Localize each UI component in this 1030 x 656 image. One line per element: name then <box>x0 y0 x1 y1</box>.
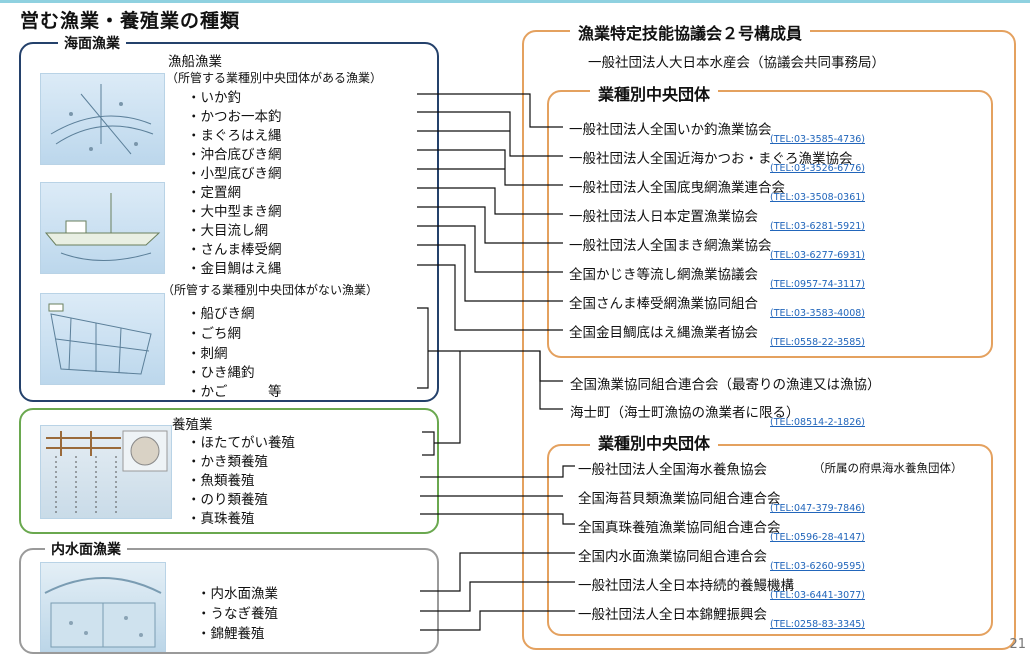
org-name: 全国内水面漁業協同組合連合会 <box>578 549 767 565</box>
org-tel-link[interactable]: (TEL:03-3585-4736) <box>770 134 866 145</box>
org-name: 全国海苔貝類漁業協同組合連合会 <box>578 491 781 507</box>
org-name: 一般社団法人全国底曳網漁業連合会 <box>569 180 785 196</box>
org-tel-link[interactable]: (TEL:08514-2-1826) <box>770 417 866 428</box>
aquaculture-item: ・ほたてがい養殖 <box>187 435 295 451</box>
fishery-item: ・沖合底びき網 <box>187 147 282 163</box>
fishery-item: ・定置網 <box>187 185 241 201</box>
aquaculture-title: 養殖業 <box>172 417 213 433</box>
inland-item: ・錦鯉養殖 <box>197 626 265 642</box>
zengyoren-org: 全国漁業協同組合連合会（最寄りの漁連又は漁協） <box>570 377 881 393</box>
page-title: 営む漁業・養殖業の種類 <box>20 10 241 32</box>
org-name: 一般社団法人全国いか釣漁業協会 <box>569 122 772 138</box>
fishery-item: ・刺網 <box>187 346 228 362</box>
council-member-title: 漁業特定技能協議会２号構成員 <box>570 20 811 44</box>
fishery-item: ・まぐろはえ縄 <box>187 128 282 144</box>
aquaculture-item: ・かき類養殖 <box>187 454 268 470</box>
org-tel-link[interactable]: (TEL:03-3583-4008) <box>770 308 866 319</box>
org-tel-link[interactable]: (TEL:0558-22-3585) <box>770 337 866 348</box>
aquaculture-item: ・のり類養殖 <box>187 492 268 508</box>
org-note: （所属の府県海水養魚団体） <box>813 461 963 475</box>
vessel-fishing-title: 漁船漁業 <box>168 54 222 70</box>
org-name: 一般社団法人全国まき網漁業協会 <box>569 238 772 254</box>
secretariat-org: 一般社団法人大日本水産会（協議会共同事務局） <box>588 55 885 71</box>
org-tel-link[interactable]: (TEL:0258-83-3345) <box>770 619 866 630</box>
inland-item: ・うなぎ養殖 <box>197 606 278 622</box>
aquaculture-item: ・真珠養殖 <box>187 511 255 527</box>
fishery-item: ・小型底びき網 <box>187 166 282 182</box>
fishery-item: ・ごち網 <box>187 326 241 342</box>
industry-org-panel-fishing <box>547 90 993 358</box>
org-tel-link[interactable]: (TEL:03-3526-6776) <box>770 163 866 174</box>
fishery-item: ・かご 等 <box>187 384 282 400</box>
fishery-item: ・ひき縄釣 <box>187 365 255 381</box>
org-name: 一般社団法人全日本持続的養鰻機構 <box>578 578 794 594</box>
org-tel-link[interactable]: (TEL:0596-28-4147) <box>770 532 866 543</box>
trawl-net-icon <box>40 293 165 385</box>
vessel-fishing-note-without-org: （所管する業種別中央団体がない漁業） <box>162 283 379 297</box>
industry-org-title-aquaculture: 業種別中央団体 <box>590 430 719 454</box>
org-name: 全国真珠養殖漁業協同組合連合会 <box>578 520 781 536</box>
page-number: 21 <box>1009 637 1026 652</box>
sea-fishing-label: 海面漁業 <box>58 33 126 53</box>
org-name: 全国かじき等流し網漁業協議会 <box>569 267 758 283</box>
top-accent-line <box>0 0 1030 3</box>
org-tel-link[interactable]: (TEL:03-6260-9595) <box>770 561 866 572</box>
fishery-item: ・いか釣 <box>187 90 241 106</box>
vessel-fishing-note-with-org: （所管する業種別中央団体がある漁業） <box>166 71 383 85</box>
inland-pond-icon <box>40 562 166 652</box>
fishery-item: ・船びき網 <box>187 306 255 322</box>
fishery-item: ・さんま棒受網 <box>187 242 282 258</box>
fishery-item: ・大中型まき網 <box>187 204 282 220</box>
org-tel-link[interactable]: (TEL:0957-74-3117) <box>770 279 866 290</box>
org-name: 一般社団法人日本定置漁業協会 <box>569 209 758 225</box>
org-name: 全国金目鯛底はえ縄漁業者協会 <box>569 325 758 341</box>
org-name: 全国さんま棒受網漁業協同組合 <box>569 296 758 312</box>
org-tel-link[interactable]: (TEL:047-379-7846) <box>770 503 866 514</box>
inland-fishing-panel <box>19 548 439 654</box>
fishery-item: ・大目流し網 <box>187 223 268 239</box>
org-tel-link[interactable]: (TEL:03-6277-6931) <box>770 250 866 261</box>
set-net-boat-icon <box>40 182 165 274</box>
industry-org-panel-aquaculture <box>547 444 993 636</box>
org-name: 一般社団法人全国近海かつお・まぐろ漁業協会 <box>569 151 853 167</box>
org-tel-link[interactable]: (TEL:03-3508-0361) <box>770 192 866 203</box>
aquaculture-item: ・魚類養殖 <box>187 473 255 489</box>
fishery-item: ・かつお一本釣 <box>187 109 282 125</box>
amacho-org: 海士町（海士町漁協の漁業者に限る） <box>570 405 800 421</box>
sea-fishing-panel <box>19 42 439 402</box>
fishery-item: ・金目鯛はえ縄 <box>187 261 282 277</box>
org-name: 一般社団法人全日本錦鯉振興会 <box>578 607 767 623</box>
org-name: 一般社団法人全国海水養魚協会 <box>578 462 767 478</box>
fishing-boat-icon <box>40 73 165 165</box>
industry-org-title-fishing: 業種別中央団体 <box>590 81 719 105</box>
aquaculture-panel <box>19 408 439 534</box>
inland-item: ・内水面漁業 <box>197 586 278 602</box>
inland-fishing-label: 内水面漁業 <box>45 539 127 559</box>
aquaculture-raft-icon <box>40 425 172 519</box>
org-tel-link[interactable]: (TEL:03-6281-5921) <box>770 221 866 232</box>
org-tel-link[interactable]: (TEL:03-6441-3077) <box>770 590 866 601</box>
